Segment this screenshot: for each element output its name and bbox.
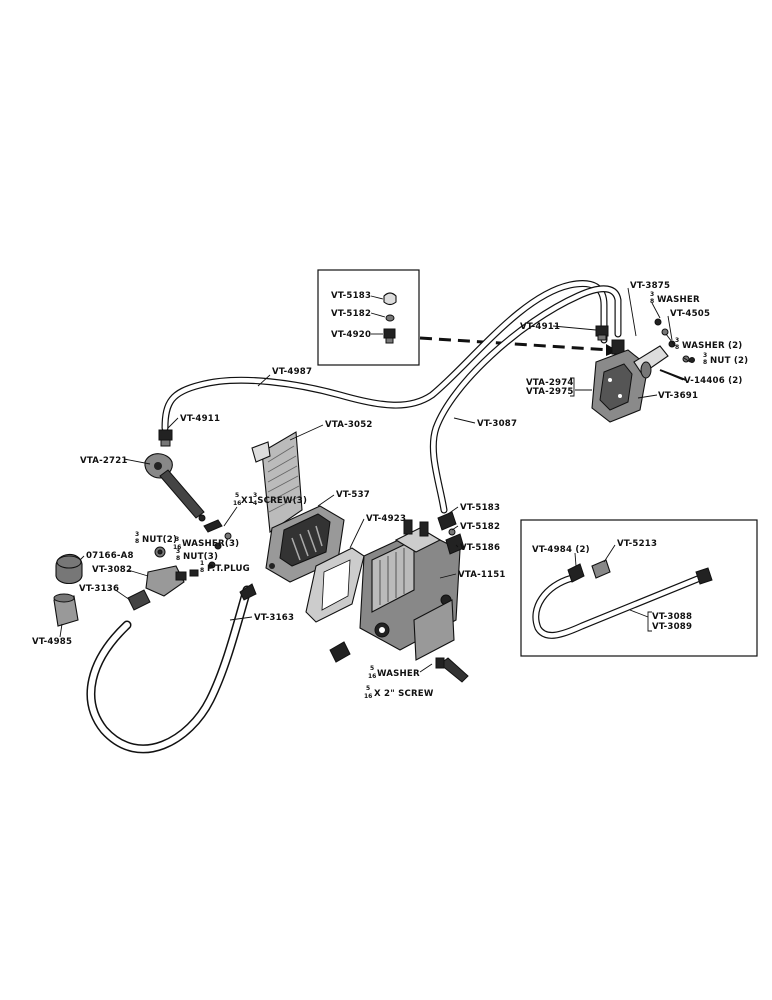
label-nut-2: NUT (2) (710, 356, 748, 366)
frac-screw-a-den: 16 (233, 500, 241, 507)
frac-washer-bottom-den: 16 (368, 673, 376, 680)
frac-ptplug-num: 1 (200, 560, 204, 567)
inset-box-tubes (520, 519, 758, 657)
part-labels: VT-5183 VT-5182 VT-4920 VT-4911 VT-3875 … (32, 281, 748, 700)
frac-washer-bottom-num: 5 (370, 665, 374, 672)
frac-washer-a-num: 3 (650, 291, 654, 298)
frac-nut2-left-den: 8 (135, 538, 139, 545)
label-vt5182-inset: VT-5182 (331, 309, 371, 319)
dashed-connector (419, 336, 611, 352)
label-vt5183: VT-5183 (460, 503, 500, 513)
label-ptplug: P.T.PLUG (207, 564, 250, 574)
label-vta1151: VTA-1151 (458, 570, 506, 580)
label-v14406: V-14406 (2) (684, 376, 743, 386)
label-vta2721: VTA-2721 (80, 456, 128, 466)
tube-vt3088 (533, 575, 703, 638)
lever-vta2721 (144, 453, 206, 522)
frac-washer3-num: 3 (175, 536, 179, 543)
label-screw-small: X1 SCREW(3) (241, 496, 307, 506)
fitting-vt3136 (127, 589, 151, 611)
valve-body-vta1151 (359, 519, 461, 661)
label-vt4985: VT-4985 (32, 637, 72, 647)
inset-tube-fittings (567, 559, 713, 585)
tee-vt3082 (145, 565, 187, 597)
frac-washer-a-den: 8 (650, 298, 654, 305)
fitting-07166a8 (55, 553, 83, 585)
inset-box-fittings (317, 269, 420, 366)
frac-washer3-den: 16 (173, 544, 181, 551)
frac-nut3-num: 3 (176, 548, 180, 555)
label-nut2-left: NUT(2) (142, 535, 177, 545)
frac-screw-b-num: 3 (253, 492, 257, 499)
label-vta2974: VTA-2974 (526, 378, 574, 388)
gasket-vt4923 (305, 547, 365, 623)
label-vt3082: VT-3082 (92, 565, 132, 575)
frac-screw-b-den: 4 (253, 500, 257, 507)
hose-vt3163 (88, 587, 250, 752)
label-washer-a: WASHER (657, 295, 700, 305)
frac-nut-2-den: 8 (703, 359, 707, 366)
fitting-vt4911-right (595, 325, 609, 341)
frac-nut3-den: 8 (176, 555, 180, 562)
pipe-vt4987 (162, 281, 607, 431)
frac-screw-a-num: 5 (235, 492, 239, 499)
frac-nut-2-num: 3 (703, 352, 707, 359)
pipe-vt3087 (431, 286, 621, 513)
frac-washer-2-num: 3 (675, 337, 679, 344)
label-vta3052: VTA-3052 (325, 420, 373, 430)
frac-washer-2-den: 8 (675, 344, 679, 351)
leader-lines (59, 287, 691, 673)
inset-fitting-parts (370, 292, 397, 344)
label-vt3088: VT-3088 (652, 612, 692, 622)
label-vt5182: VT-5182 (460, 522, 500, 532)
label-nut3: NUT(3) (183, 552, 218, 562)
label-vt5213: VT-5213 (617, 539, 657, 549)
label-vt3136: VT-3136 (79, 584, 119, 594)
label-vt4505: VT-4505 (670, 309, 710, 319)
label-vt3875: VT-3875 (630, 281, 670, 291)
label-vt4984: VT-4984 (2) (532, 545, 590, 555)
pump-housing (591, 345, 669, 423)
label-vt537: VT-537 (336, 490, 370, 500)
label-washer-2: WASHER (2) (682, 341, 742, 351)
hose-end-fitting (239, 583, 257, 601)
label-washer3: WASHER(3) (182, 539, 239, 549)
label-vt3089: VT-3089 (652, 622, 692, 632)
frac-screw-bottom-den: 16 (364, 693, 372, 700)
label-vt3087: VT-3087 (477, 419, 517, 429)
label-vt4911-right: VT-4911 (520, 322, 560, 332)
label-screw-bottom: X 2" SCREW (374, 689, 434, 699)
label-vt5186: VT-5186 (460, 543, 500, 553)
label-vt4920: VT-4920 (331, 330, 371, 340)
label-washer-bottom: WASHER (377, 669, 420, 679)
frac-nut2-left-num: 3 (135, 531, 139, 538)
small-hardware-left (154, 519, 232, 577)
frac-screw-bottom-num: 5 (366, 685, 370, 692)
label-vt4987: VT-4987 (272, 367, 312, 377)
label-vt4923: VT-4923 (366, 514, 406, 524)
screw-bottom (435, 657, 469, 683)
fitting-bottom (329, 641, 351, 663)
bracket-vta3052 (251, 431, 303, 533)
fitting-vt4911-left (158, 429, 173, 447)
fitting-vt4985 (53, 593, 79, 627)
frac-ptplug-den: 8 (200, 567, 204, 574)
label-vt3163: VT-3163 (254, 613, 294, 623)
label-vt3691: VT-3691 (658, 391, 698, 401)
label-vta2975: VTA-2975 (526, 387, 574, 397)
label-07166a8: 07166-A8 (86, 551, 134, 561)
label-vt4911-left: VT-4911 (180, 414, 220, 424)
label-vt5183-inset: VT-5183 (331, 291, 371, 301)
fittings-vt5183-5186 (437, 511, 465, 555)
